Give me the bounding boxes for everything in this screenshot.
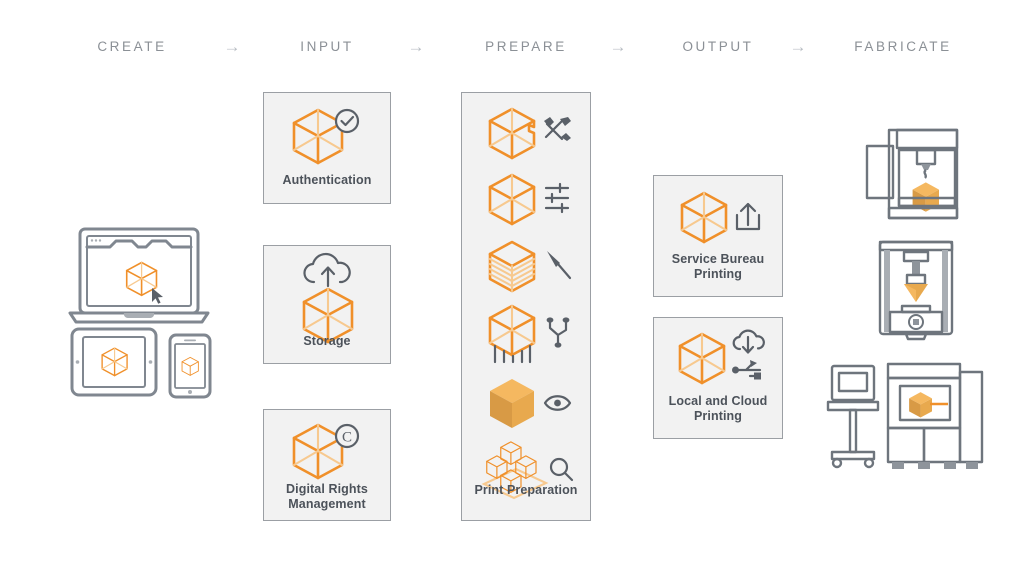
wireframe-cube-icon (125, 261, 158, 297)
service-bureau-icon-group (676, 190, 764, 246)
stage-label-output: OUTPUT (682, 39, 754, 54)
card-label-service-bureau-line1: Service Bureau (671, 252, 765, 266)
industrial-printer-group (826, 362, 986, 474)
wireframe-cube-notched-icon (488, 107, 536, 160)
drm-icon-group: C (288, 422, 370, 480)
wireframe-cube-icon (181, 356, 199, 376)
arrow-input-to-prepare: → (407, 37, 425, 56)
local-cloud-icon-group (674, 329, 766, 390)
eye-icon (543, 395, 572, 411)
cube-cluster-icon (481, 441, 549, 500)
cloud-upload-icon (300, 252, 356, 288)
scalpel-icon (547, 251, 572, 280)
stage-label-fabricate: FABRICATE (854, 39, 952, 54)
card-service-bureau-printing[interactable]: Service Bureau Printing (653, 175, 783, 297)
prepare-row-settings[interactable] (484, 171, 576, 227)
wireframe-cube-icon (488, 173, 536, 226)
support-branch-icon (546, 317, 570, 348)
card-label-drm-line2: Management (288, 497, 366, 511)
card-label-service-bureau-line2: Printing (693, 267, 743, 281)
phone-icon (168, 333, 212, 399)
monitor-cart-icon (826, 364, 880, 469)
wireframe-cube-icon (292, 108, 344, 165)
prepare-row-supports[interactable] (484, 304, 576, 366)
arrow-prepare-to-output: → (609, 37, 627, 56)
stage-label-prepare: PREPARE (485, 39, 567, 54)
prepare-row-nesting[interactable] (480, 438, 576, 502)
card-local-and-cloud-printing[interactable]: Local and Cloud Printing (653, 317, 783, 439)
wireframe-cube-supports-icon (488, 304, 536, 364)
arrow-create-to-input: → (223, 37, 241, 56)
stage-label-create: CREATE (97, 39, 167, 54)
prepare-row-preview[interactable] (484, 375, 576, 431)
arrow-output-to-fabricate: → (789, 37, 807, 56)
fdm-printer-icon (865, 128, 975, 226)
usb-icon (732, 360, 762, 380)
wireframe-cube-icon (680, 191, 728, 244)
wireframe-cube-icon (292, 423, 344, 480)
card-label-drm-line1: Digital Rights (286, 482, 368, 496)
sliders-icon (544, 182, 570, 214)
hammer-wrench-icon (544, 117, 571, 141)
cursor-icon (152, 288, 163, 304)
card-label-authentication: Authentication (282, 173, 372, 187)
card-label-storage: Storage (303, 334, 351, 348)
resin-printer-icon (876, 240, 956, 342)
wireframe-cube-layered-icon (488, 240, 536, 293)
prepare-row-slice[interactable] (484, 238, 576, 294)
stage-label-input: INPUT (300, 39, 354, 54)
check-badge-icon (334, 108, 360, 134)
stage-header-row: CREATE → INPUT → PREPARE → OUTPUT → FABR… (0, 31, 1024, 63)
upload-tray-icon (735, 202, 761, 231)
solid-cube-icon (490, 379, 534, 428)
panel-label-print-preparation: Print Preparation (474, 483, 578, 497)
create-devices-group (66, 225, 226, 405)
wireframe-cube-icon (678, 332, 726, 385)
magnifier-icon (549, 457, 574, 482)
laptop-icon (68, 227, 210, 324)
svg-text:C: C (342, 430, 352, 446)
panel-print-preparation[interactable]: Print Preparation (461, 92, 591, 521)
card-digital-rights-management[interactable]: C Digital Rights Management (263, 409, 391, 521)
authentication-icon-group (288, 107, 370, 165)
wireframe-cube-icon (298, 286, 358, 346)
card-label-local-cloud-line2: Printing (693, 409, 743, 423)
card-authentication[interactable]: Authentication (263, 92, 391, 204)
copyright-badge-icon: C (334, 423, 360, 449)
cloud-download-icon (732, 329, 765, 354)
wireframe-cube-icon (101, 347, 128, 377)
card-storage[interactable]: Storage (263, 245, 391, 364)
industrial-printer-icon (886, 362, 984, 469)
tablet-icon (70, 327, 158, 397)
prepare-row-repair[interactable] (484, 105, 576, 161)
card-label-local-cloud-line1: Local and Cloud (668, 394, 768, 408)
